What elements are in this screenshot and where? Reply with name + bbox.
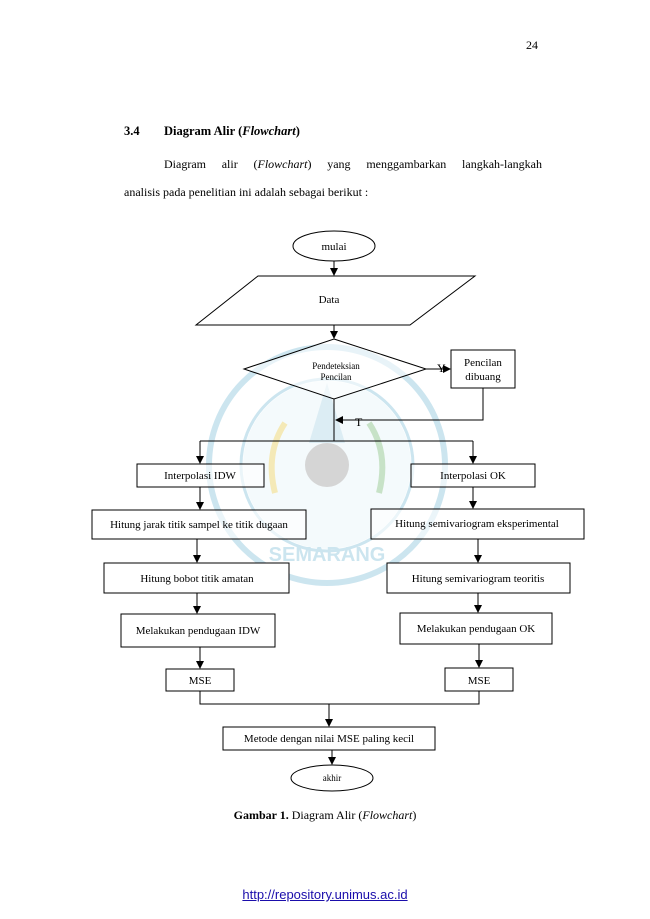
outlier-removed-box (450, 349, 516, 389)
paragraph-text-b: ) yang menggambarkan langkah-langkah (307, 157, 543, 171)
no-label: T (355, 415, 363, 429)
section-number: 3.4 (124, 124, 140, 138)
idw-step-2: Hitung jarak titik sampel ke titik dugaa… (110, 519, 288, 531)
decision-label-1: Pendeteksian (312, 361, 360, 371)
outlier-label-1: Pencilan (464, 357, 502, 369)
paragraph-line-1: Diagram alir (Flowchart) yang menggambar… (124, 156, 542, 172)
idw-distance-box (91, 509, 307, 540)
idw-step-3: Hitung bobot titik amatan (140, 573, 254, 585)
caption-italic: Flowchart (362, 808, 413, 822)
data-label: Data (319, 294, 340, 306)
flow-connectors (193, 261, 484, 765)
ok-step-3: Hitung semivariogram teoritis (412, 573, 545, 585)
section-heading: 3.4 Diagram Alir (Flowchart) (124, 124, 300, 139)
figure-caption: Gambar 1. Diagram Alir (Flowchart) (0, 808, 650, 823)
paragraph-italic: Flowchart (257, 157, 308, 171)
outlier-label-2: dibuang (465, 371, 501, 383)
section-title-suffix: ) (295, 124, 300, 138)
ok-step-2: Hitung semivariogram eksperimental (395, 518, 559, 530)
ok-estimation-box (399, 612, 553, 645)
end-label: akhir (323, 773, 342, 783)
end-terminator (290, 764, 374, 792)
caption-text-b: ) (412, 808, 417, 822)
final-label: Metode dengan nilai MSE paling kecil (244, 733, 414, 745)
idw-step-4: Melakukan pendugaan IDW (136, 625, 261, 637)
caption-label: Gambar 1. (233, 808, 289, 822)
section-title-prefix: Diagram Alir ( (164, 124, 243, 138)
ok-step-1: Interpolasi OK (440, 470, 506, 482)
page-number: 24 (526, 38, 538, 52)
ok-step-4: Melakukan pendugaan OK (417, 623, 536, 635)
caption-text-a: Diagram Alir ( (288, 808, 363, 822)
final-method-box (222, 726, 436, 751)
ok-experimental-box (370, 508, 585, 540)
idw-estimation-box (120, 613, 276, 648)
ok-step-5: MSE (468, 675, 491, 687)
section-title-italic: Flowchart (242, 124, 296, 138)
idw-weight-box (103, 562, 290, 594)
ok-theoretical-box (386, 562, 571, 594)
decision-label-2: Pencilan (321, 372, 352, 382)
idw-step-5: MSE (189, 675, 212, 687)
paragraph-text-a: Diagram alir ( (164, 157, 258, 171)
data-input-shape (194, 275, 477, 326)
start-label: mulai (321, 241, 346, 253)
idw-step-1: Interpolasi IDW (164, 470, 236, 482)
repository-link[interactable]: http://repository.unimus.ac.id (242, 887, 408, 902)
yes-label: Y (437, 361, 446, 375)
paragraph-line-2: analisis pada penelitian ini adalah seba… (124, 185, 369, 199)
